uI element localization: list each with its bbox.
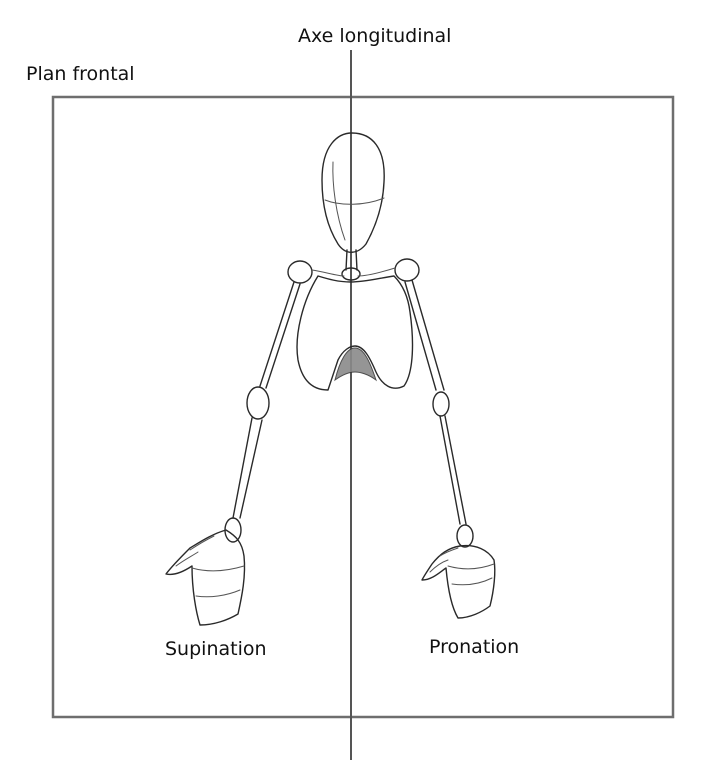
right-arm <box>405 280 473 547</box>
left-elbow-joint <box>247 387 269 419</box>
left-arm <box>225 282 300 542</box>
right-elbow-joint <box>433 392 449 416</box>
right-wrist-joint <box>457 525 473 547</box>
frontal-plane-frame <box>53 97 673 717</box>
rib-cage-shading <box>335 348 376 380</box>
frontal-plane-label: Plan frontal <box>26 65 135 84</box>
right-shoulder-joint <box>395 259 419 281</box>
rib-cage <box>297 276 412 390</box>
head <box>322 133 384 252</box>
right-hand <box>422 546 495 618</box>
left-hand <box>166 530 245 625</box>
left-wrist-joint <box>225 518 241 542</box>
supination-label: Supination <box>165 640 267 659</box>
longitudinal-axis-label: Axe longitudinal <box>298 27 451 46</box>
pronation-label: Pronation <box>429 638 519 657</box>
left-shoulder-joint <box>288 261 312 283</box>
skeleton-figure <box>166 133 495 625</box>
